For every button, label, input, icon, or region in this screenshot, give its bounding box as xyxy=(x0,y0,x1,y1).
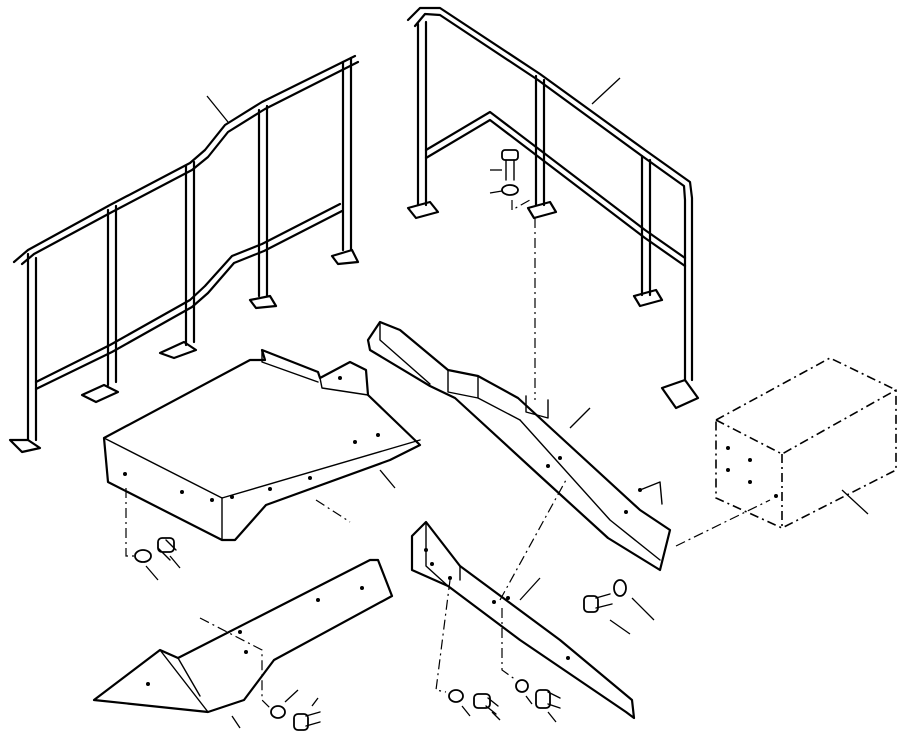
lower-plate xyxy=(92,558,394,729)
upper-bolt xyxy=(490,149,519,181)
bracket-bolt-b xyxy=(535,689,561,723)
side-bracket xyxy=(410,479,636,720)
beam-bolt xyxy=(583,593,631,635)
floor-washer xyxy=(134,549,159,581)
upper-washer xyxy=(489,184,531,212)
right-handrail xyxy=(406,6,700,410)
beam-washer-b xyxy=(515,679,533,705)
floor-bolt xyxy=(157,537,181,569)
step-beam xyxy=(366,320,672,572)
lower-washer xyxy=(270,689,299,719)
bracket-bolt-a xyxy=(473,693,501,721)
lower-bolt xyxy=(293,697,321,731)
beam-washer xyxy=(613,579,655,621)
bracket-washer-a xyxy=(448,689,471,717)
left-handrail xyxy=(8,54,360,454)
floor-plate xyxy=(102,348,422,557)
box-assembly xyxy=(675,357,897,547)
